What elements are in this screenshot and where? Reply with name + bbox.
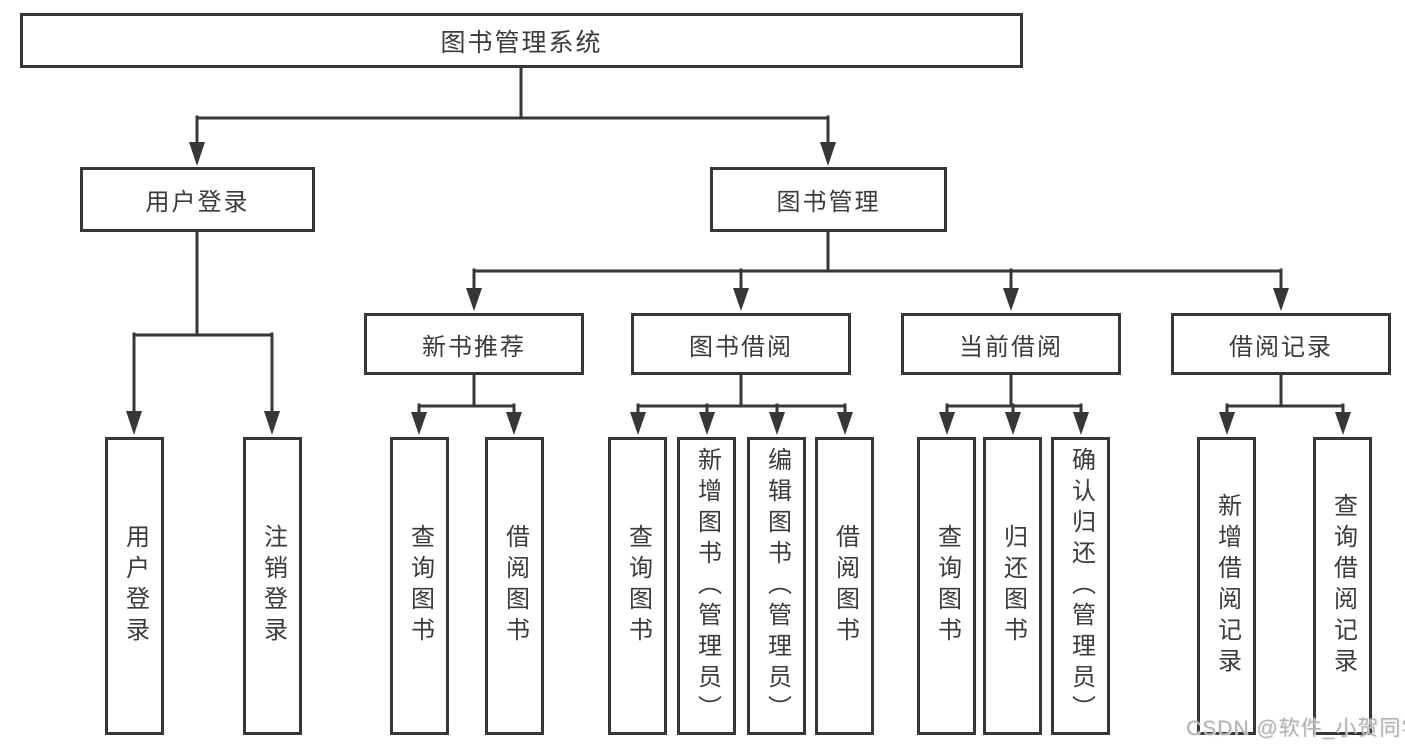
- connector-root-to-level2: [189, 66, 836, 166]
- arrowhead-icon: [1003, 288, 1019, 311]
- connector-user-login-children: [126, 230, 280, 435]
- connector-line: [636, 373, 847, 416]
- arrowhead-icon: [506, 412, 522, 435]
- connector-line: [472, 230, 1283, 292]
- node-user-login-action: 用户登录: [105, 437, 164, 735]
- node-borrow-add-books-admin: 新增图书（管理员）: [677, 437, 736, 735]
- node-newrec-borrow-books: 借阅图书: [485, 437, 544, 735]
- connector-line: [417, 373, 516, 416]
- connector-line: [195, 66, 830, 146]
- node-borrow-edit-books-admin: 编辑图书（管理员）: [747, 437, 806, 735]
- node-current-borrow: 当前借阅: [901, 313, 1121, 375]
- node-root-system: 图书管理系统: [20, 13, 1023, 68]
- arrowhead-icon: [264, 411, 280, 435]
- node-records-add-record: 新增借阅记录: [1197, 437, 1256, 735]
- arrowhead-icon: [189, 142, 205, 166]
- arrowhead-icon: [733, 288, 749, 311]
- node-borrow-records: 借阅记录: [1171, 313, 1391, 375]
- connector-records-children: [1219, 373, 1351, 435]
- node-current-query-books: 查询图书: [917, 437, 976, 735]
- arrowhead-icon: [1335, 412, 1351, 435]
- arrowhead-icon: [1273, 288, 1289, 311]
- arrowhead-icon: [769, 412, 785, 435]
- arrowhead-icon: [1073, 412, 1089, 435]
- connector-current-borrow-children: [939, 373, 1089, 435]
- node-current-confirm-return-admin: 确认归还（管理员）: [1051, 437, 1110, 735]
- node-newrec-query-books: 查询图书: [390, 437, 449, 735]
- arrowhead-icon: [1005, 412, 1021, 435]
- arrowhead-icon: [466, 288, 482, 311]
- arrowhead-icon: [820, 142, 836, 166]
- connector-line: [945, 373, 1083, 416]
- arrowhead-icon: [939, 412, 955, 435]
- node-records-query-record: 查询借阅记录: [1313, 437, 1372, 735]
- arrowhead-icon: [699, 412, 715, 435]
- node-book-management: 图书管理: [710, 167, 947, 232]
- node-user-login: 用户登录: [80, 167, 315, 232]
- connector-line: [1225, 373, 1345, 416]
- node-logout-action: 注销登录: [243, 437, 302, 735]
- connector-new-book-children: [411, 373, 522, 435]
- node-new-book-recommend: 新书推荐: [364, 313, 584, 375]
- arrowhead-icon: [630, 412, 646, 435]
- arrowhead-icon: [126, 411, 142, 435]
- node-borrow-query-books: 查询图书: [608, 437, 667, 735]
- node-current-return-books: 归还图书: [983, 437, 1042, 735]
- arrowhead-icon: [411, 412, 427, 435]
- connector-book-borrow-children: [630, 373, 853, 435]
- node-book-borrow: 图书借阅: [631, 313, 851, 375]
- connector-book-management-children: [466, 230, 1289, 311]
- connector-line: [132, 230, 274, 415]
- csdn-watermark: CSDN @软件_小贺同学: [1186, 717, 1405, 740]
- node-borrow-borrow-books: 借阅图书: [815, 437, 874, 735]
- arrowhead-icon: [1219, 412, 1235, 435]
- arrowhead-icon: [837, 412, 853, 435]
